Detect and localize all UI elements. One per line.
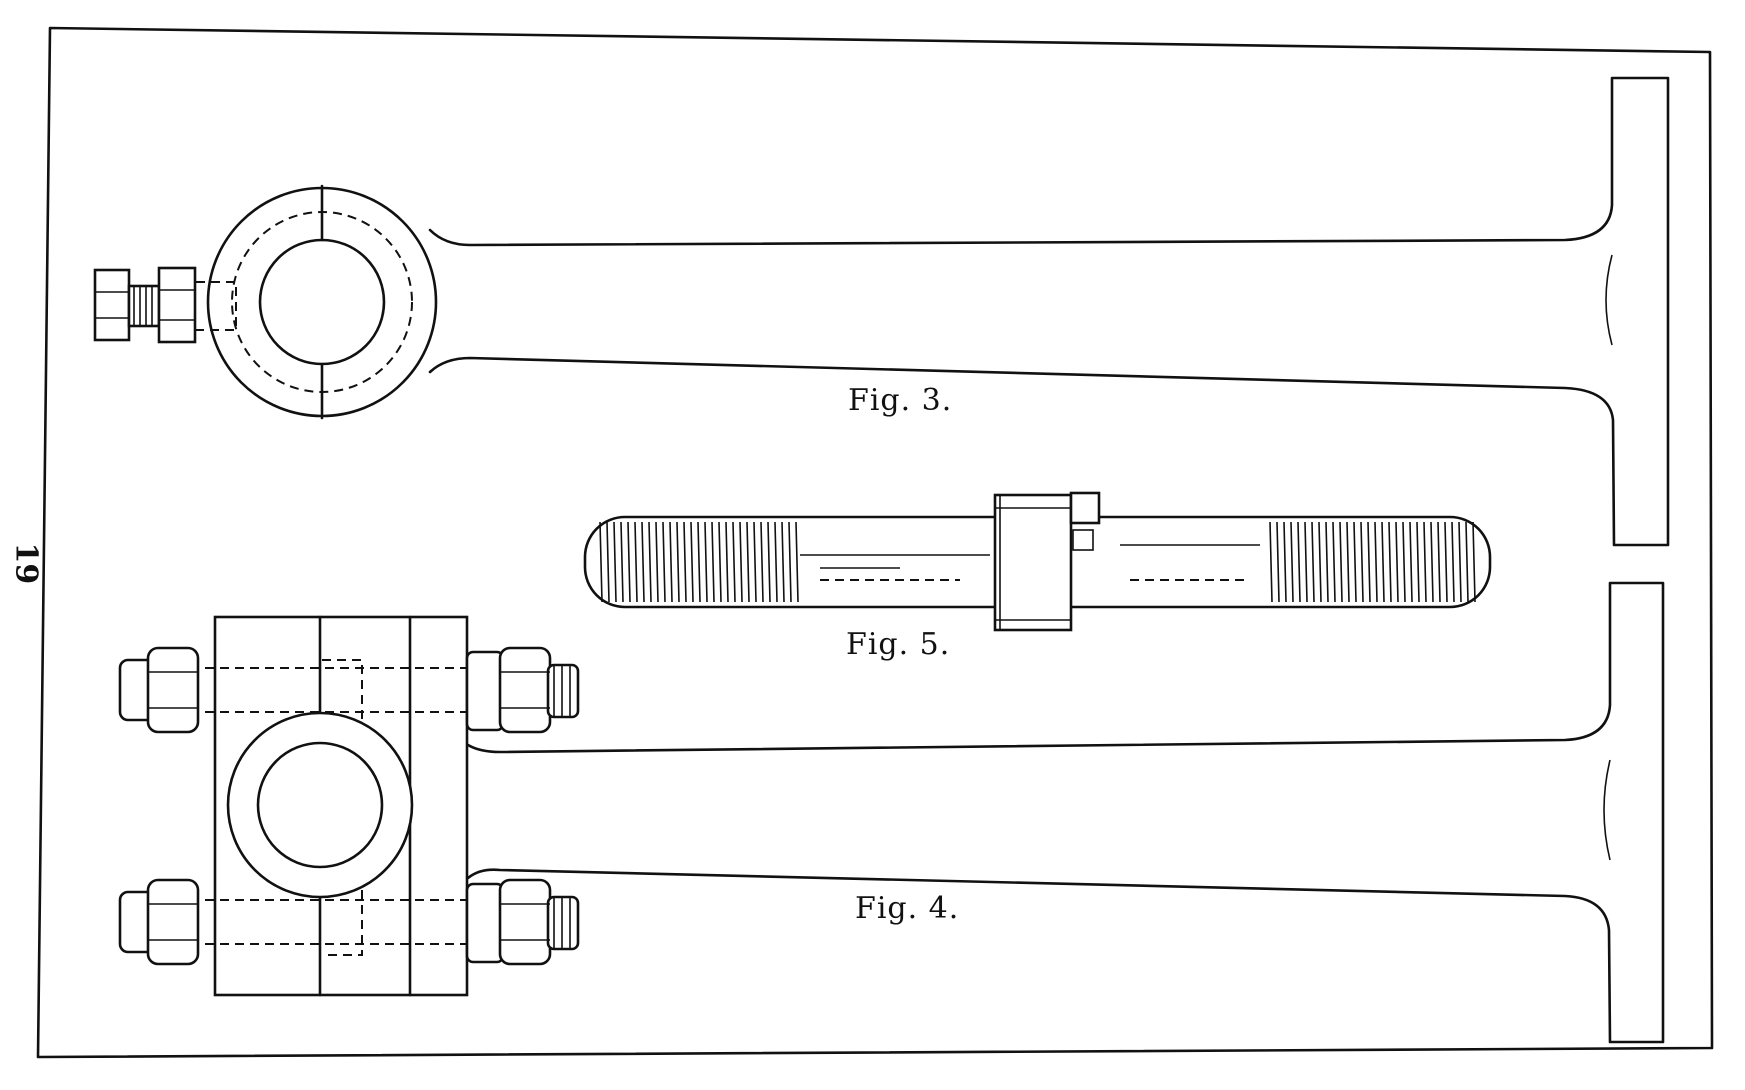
fig3-drawing [93, 76, 1670, 547]
fig4-drawing [118, 581, 1665, 1044]
fig5-collar [993, 493, 1073, 632]
fig3-bolt-thread [133, 286, 153, 326]
fig3-bolt-head-facets [95, 291, 129, 319]
fig3-caption: Fig. 3. [848, 383, 952, 418]
fig5-set-screw-thread [1072, 529, 1094, 551]
fig5-drawing [583, 491, 1492, 632]
fig5-set-screw [1069, 491, 1101, 525]
fig4-bearing-bore [256, 741, 384, 869]
plate-border [36, 26, 1714, 1059]
fig3-nut-facets [159, 289, 195, 321]
fig3-flange-curve [1605, 254, 1613, 346]
fig5-shading-lines [800, 544, 1260, 569]
fig5-collar-faces [995, 495, 1071, 630]
fig4-bolts-right [465, 646, 580, 966]
fig4-bearing-ring [226, 711, 414, 899]
fig3-bolt-head [93, 268, 131, 342]
fig4-caption: Fig. 4. [855, 891, 959, 926]
fig4-bolts-left [118, 646, 200, 966]
fig5-thread-left [599, 521, 799, 603]
fig3-bolt-nut [157, 266, 197, 344]
fig3-rod-outline [428, 76, 1670, 547]
fig4-hidden-bolt-channels [190, 667, 490, 945]
fig5-thread-right [1269, 521, 1476, 603]
fig3-hidden-thread [196, 281, 237, 331]
fig4-rod-outline [466, 581, 1665, 1044]
fig5-caption: Fig. 5. [846, 627, 950, 662]
fig4-flange-curve [1603, 759, 1611, 861]
